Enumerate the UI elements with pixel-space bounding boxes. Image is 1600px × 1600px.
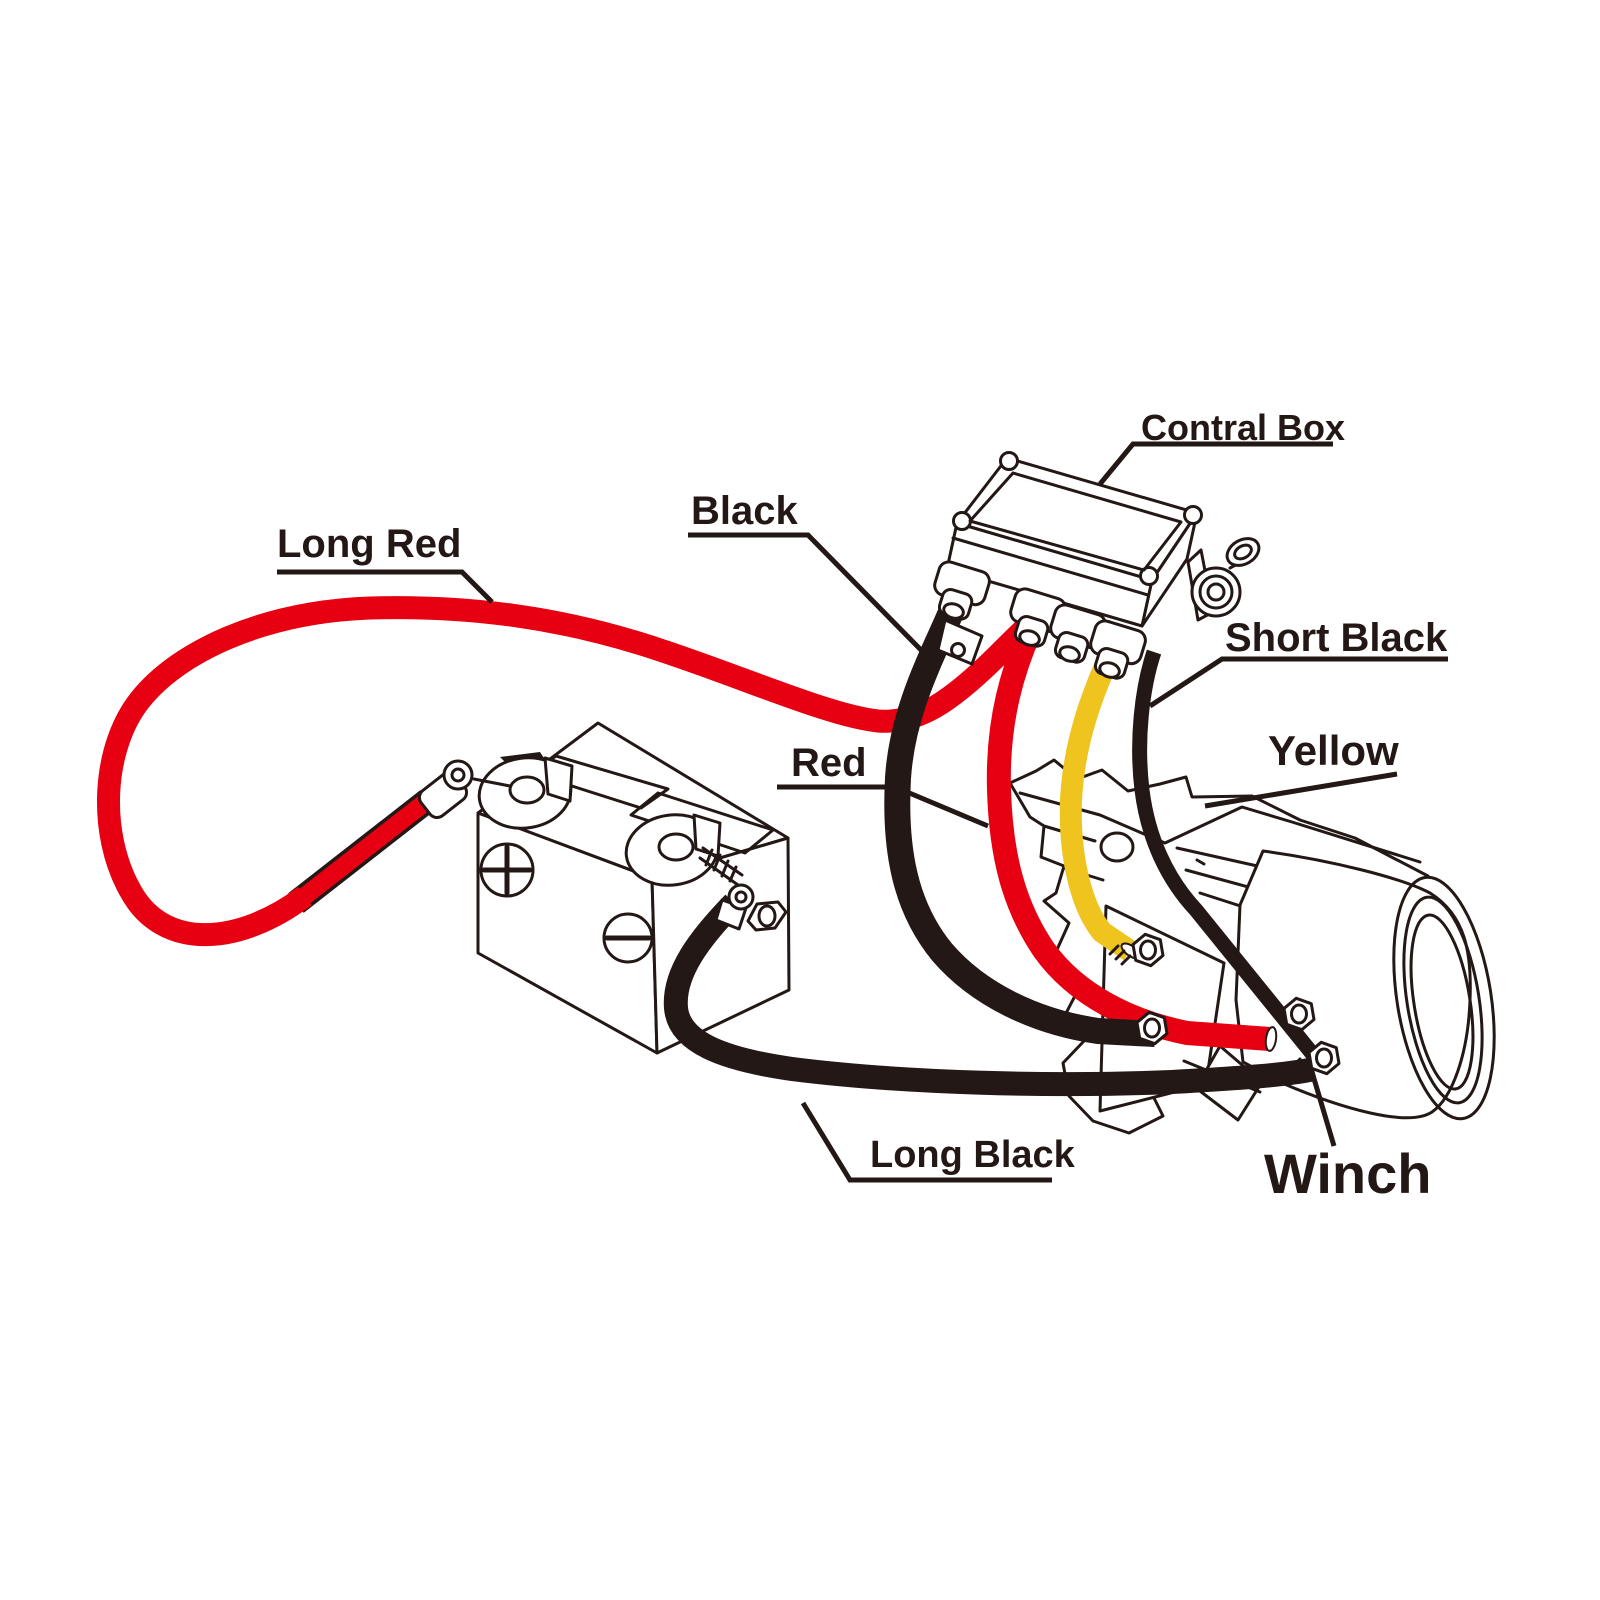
control-box-side-connector [1186, 537, 1261, 622]
battery-bolt-nut [746, 900, 788, 932]
positive-ring-lug [417, 759, 474, 820]
battery-minus-marking [602, 912, 654, 964]
battery-plus-marking [479, 842, 535, 898]
control-box-screw-4 [952, 511, 972, 531]
control-box-gland-4 [1089, 619, 1147, 680]
control-box-screw-3 [1139, 566, 1159, 586]
label-red: Red [777, 741, 989, 829]
label-red-text: Red [791, 741, 867, 785]
wire-short-black [1132, 649, 1325, 1067]
winch-motor-ring-inner [1409, 913, 1475, 1091]
label-yellow-text: Yellow [1268, 727, 1399, 774]
label-short-black-text: Short Black [1225, 616, 1448, 660]
label-winch: Winch [1264, 1071, 1431, 1205]
control-box-mounting-tab [936, 618, 984, 666]
label-long-black-text: Long Black [870, 1134, 1076, 1176]
winch-stud-yellow [1108, 932, 1165, 968]
label-long-black: Long Black [800, 1101, 1076, 1183]
label-black: Black [688, 489, 924, 653]
control-box-screw-1 [999, 451, 1019, 471]
label-red-leader [777, 784, 989, 829]
wire-black [884, 585, 1156, 1047]
winch-stud-red [1282, 996, 1316, 1032]
label-long-black-leader [800, 1101, 1052, 1183]
label-short-black-leader [1148, 656, 1448, 709]
battery-negative-terminal [624, 813, 744, 887]
label-long-red-leader [277, 569, 494, 604]
label-short-black: Short Black [1148, 616, 1448, 709]
control-box-rim-line [951, 536, 1150, 597]
winch-bracket-hole [1099, 831, 1135, 863]
label-control-box-text: Contral Box [1141, 407, 1345, 448]
winch-stud-black [1112, 1010, 1169, 1046]
battery-top-label-2 [629, 791, 775, 855]
label-control-box-leader [1098, 441, 1333, 486]
negative-ring-lug [714, 883, 755, 931]
label-winch-leader [1309, 1071, 1337, 1147]
winch-drum-top-edge [1008, 758, 1430, 878]
label-yellow: Yellow [1204, 727, 1399, 809]
connection-hardware [417, 759, 1341, 1076]
wires [97, 585, 1325, 1097]
labels: Contral Box Black Long Red Red Short Bla… [277, 407, 1448, 1205]
battery-positive-terminal [472, 752, 574, 830]
label-long-red: Long Red [277, 522, 494, 604]
battery [472, 721, 791, 1055]
wire-long-black [663, 894, 1317, 1097]
winch-motor-ring-outer [1392, 875, 1496, 1121]
winch-drum-ridge [1018, 791, 1422, 864]
label-black-leader [688, 532, 924, 653]
wire-red [986, 612, 1271, 1051]
label-winch-text: Winch [1264, 1142, 1431, 1205]
label-long-red-text: Long Red [277, 522, 461, 566]
label-control-box: Contral Box [1098, 407, 1345, 486]
control-box-lid-inset [968, 471, 1183, 572]
wire-long-red-lug-segment [290, 792, 434, 911]
label-black-text: Black [691, 489, 798, 533]
label-yellow-leader [1204, 771, 1398, 809]
winch-stud-bottom [1290, 1040, 1341, 1076]
winch-motor-ring-mid [1402, 895, 1484, 1105]
control-box-screw-2 [1183, 505, 1203, 525]
control-box [933, 451, 1261, 680]
control-box-gland-1 [933, 560, 991, 621]
wire-yellow [1059, 643, 1137, 961]
wire-red-end-cap [1264, 1026, 1278, 1052]
